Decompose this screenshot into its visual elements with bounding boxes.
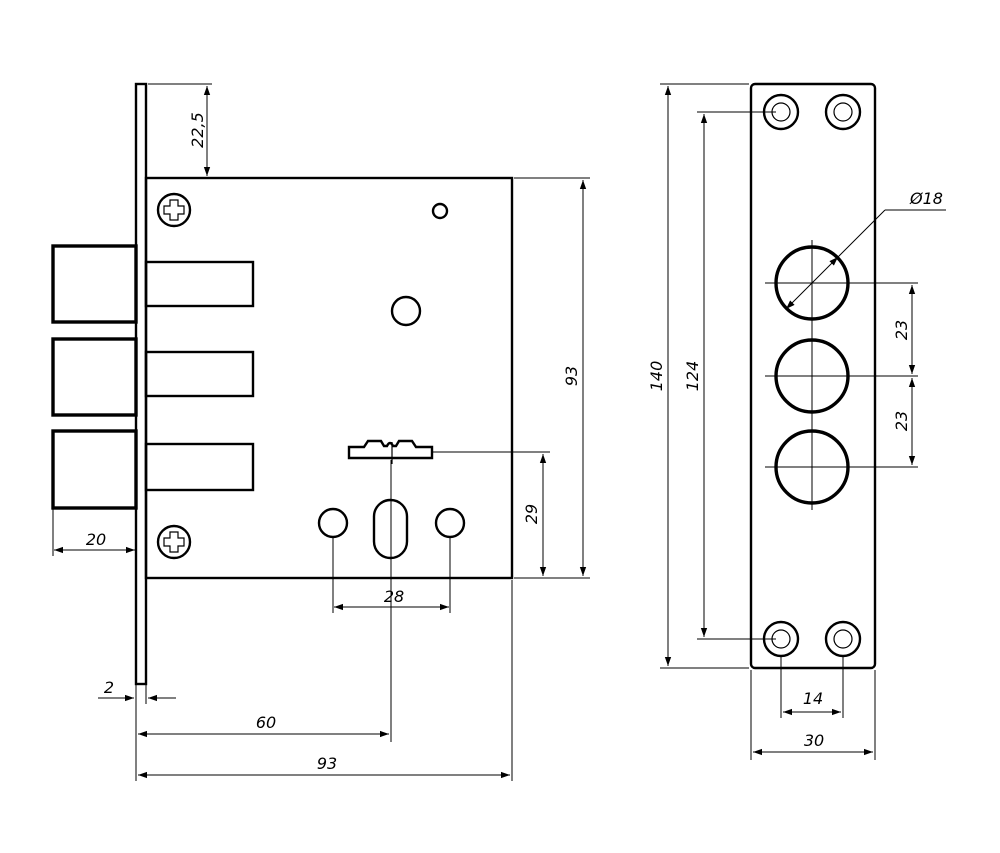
- bolt-external-1: [51, 244, 138, 324]
- dim-backset: 60: [256, 713, 276, 732]
- dim-bolt-pitch-upper: 23: [892, 320, 911, 340]
- faceplate-front-view: Ø18 23 23 140 124 14 30: [647, 82, 946, 760]
- dim-keyhole-height: 29: [522, 504, 541, 524]
- bolt-internal-2: [144, 350, 255, 398]
- dim-strike-hole-spacing: 14: [803, 689, 823, 708]
- dim-strike-width: 30: [804, 731, 824, 750]
- dim-top-offset: 22,5: [188, 112, 207, 148]
- dim-cylinder-spacing: 28: [384, 587, 404, 606]
- cylinder-hole-right: [434, 507, 466, 539]
- dim-bolt-length: 20: [86, 530, 106, 549]
- screw-bottom: [156, 524, 192, 560]
- bolt-internal-3: [144, 442, 255, 492]
- bolt-internal-1: [144, 260, 255, 308]
- lock-side-view: 22,5 93 29 20 28 2 60 93: [51, 82, 590, 781]
- small-hole: [431, 202, 449, 220]
- key-lever: [347, 439, 434, 460]
- spindle-hole: [390, 295, 422, 327]
- dim-body-width: 93: [317, 754, 337, 773]
- dim-bolt-diameter: Ø18: [909, 189, 943, 208]
- screw-top: [156, 192, 192, 228]
- bolt-external-3: [51, 429, 138, 510]
- dim-plate-length: 140: [647, 361, 666, 392]
- dim-bolt-pitch-lower: 23: [892, 411, 911, 431]
- mount-hole-bottom-right: [824, 620, 862, 658]
- dim-body-height: 93: [562, 366, 581, 386]
- dim-plate-hole-spacing: 124: [683, 361, 702, 392]
- lock-body: [144, 176, 514, 580]
- mount-hole-top-right: [824, 93, 862, 131]
- bolt-external-2: [51, 337, 138, 417]
- dim-faceplate-thickness: 2: [104, 678, 114, 697]
- cylinder-hole-left: [317, 507, 349, 539]
